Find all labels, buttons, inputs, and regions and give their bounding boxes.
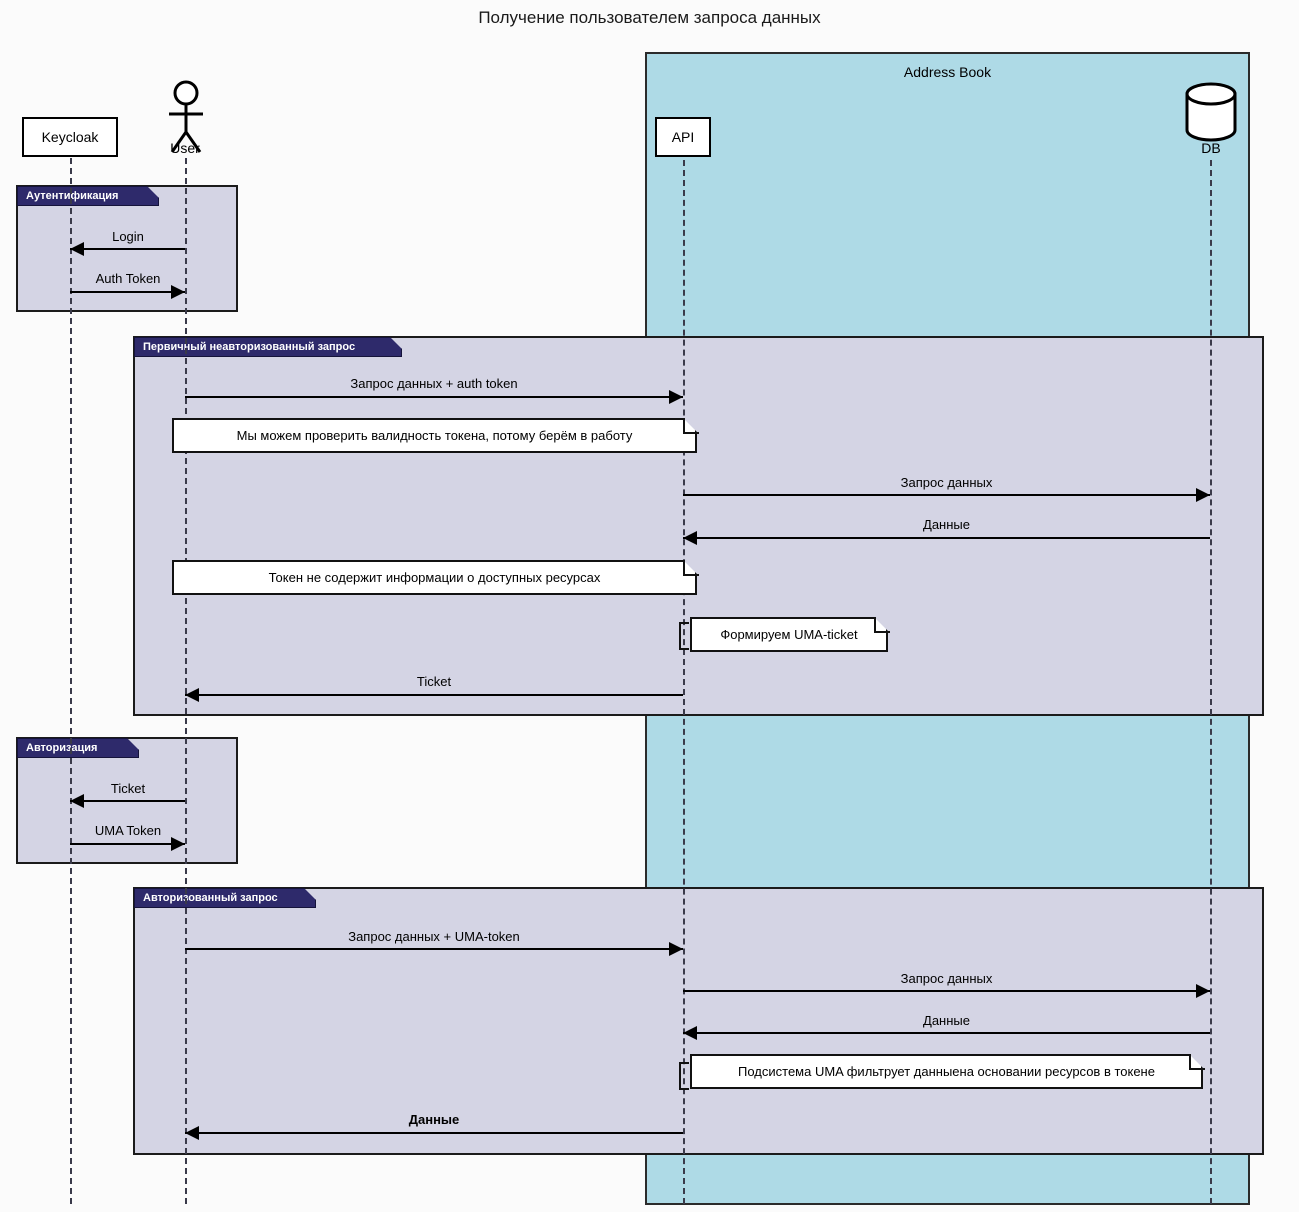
fragment-authorized-request: Авторизованный запрос xyxy=(133,887,1264,1155)
message-ticket-to-user-label: Ticket xyxy=(416,674,452,689)
message-db-data-1-label: Данные xyxy=(923,517,970,532)
lifeline-user xyxy=(185,158,187,1204)
note-uma-ticket-fold xyxy=(874,617,890,633)
message-ticket-to-keycloak-label: Ticket xyxy=(110,781,146,796)
fragment-initial-unauthorized-request-label: Первичный неавторизованный запрос xyxy=(134,337,402,357)
message-uma-token-arrowhead xyxy=(171,837,185,851)
message-db-request-2-label: Запрос данных xyxy=(900,971,993,986)
participant-db-label: DB xyxy=(1201,140,1221,156)
note-token-valid-fold xyxy=(683,418,699,434)
message-db-request-1-arrowhead xyxy=(1196,488,1210,502)
participant-user-label: User xyxy=(170,140,200,156)
participant-keycloak-label: Keycloak xyxy=(41,129,99,145)
message-db-request-1-label: Запрос данных xyxy=(900,475,993,490)
message-data-request-auth-token-arrowhead xyxy=(669,390,683,404)
message-db-data-1-arrowhead xyxy=(683,531,697,545)
participant-db[interactable] xyxy=(1183,82,1239,142)
participant-api[interactable]: API xyxy=(655,117,711,157)
participant-api-label: API xyxy=(671,129,695,145)
fragment-authentication-label: Аутентификация xyxy=(17,186,159,206)
lifeline-api xyxy=(683,160,685,1204)
message-db-request-1-line xyxy=(683,494,1210,496)
message-db-data-2-line xyxy=(683,1032,1210,1034)
message-ticket-to-user-line xyxy=(185,694,683,696)
note-uma-filter-text: Подсистема UMA фильтрует данныена основа… xyxy=(738,1064,1155,1079)
message-ticket-to-user-arrowhead xyxy=(185,688,199,702)
message-login-arrowhead xyxy=(70,242,84,256)
note-token-no-resources-text: Токен не содержит информации о доступных… xyxy=(268,570,601,585)
actor-icon xyxy=(169,80,203,153)
message-auth-token-line xyxy=(70,291,185,293)
note-uma-filter-fold xyxy=(1189,1054,1205,1070)
page-title: Получение пользователем запроса данных xyxy=(478,8,821,27)
note-uma-ticket: Формируем UMA-ticket xyxy=(690,617,888,652)
message-data-request-uma-token-label: Запрос данных + UMA-token xyxy=(348,929,520,944)
message-db-data-2-arrowhead xyxy=(683,1026,697,1040)
message-auth-token-arrowhead xyxy=(171,285,185,299)
database-icon xyxy=(1185,82,1237,142)
participant-keycloak[interactable]: Keycloak xyxy=(22,117,118,157)
note-token-no-resources-fold xyxy=(683,560,699,576)
message-auth-token-label: Auth Token xyxy=(95,271,161,286)
message-db-request-2-line xyxy=(683,990,1210,992)
message-data-request-uma-token-line xyxy=(185,948,683,950)
message-ticket-to-keycloak-arrowhead xyxy=(70,794,84,808)
fragment-authorized-request-label: Авторизованный запрос xyxy=(134,888,316,908)
note-token-no-resources: Токен не содержит информации о доступных… xyxy=(172,560,697,595)
message-data-request-uma-token-arrowhead xyxy=(669,942,683,956)
message-uma-token-label: UMA Token xyxy=(94,823,162,838)
message-final-data-label: Данные xyxy=(408,1112,460,1127)
fragment-authorization-label: Авторизация xyxy=(17,738,139,758)
message-final-data-arrowhead xyxy=(185,1126,199,1140)
lifeline-keycloak xyxy=(70,158,72,1204)
message-db-data-1-line xyxy=(683,537,1210,539)
message-login-line xyxy=(70,248,185,250)
note-token-valid-text: Мы можем проверить валидность токена, по… xyxy=(236,428,633,443)
message-ticket-to-keycloak-line xyxy=(70,800,185,802)
note-uma-filter: Подсистема UMA фильтрует данныена основа… xyxy=(690,1054,1203,1089)
message-data-request-auth-token-line xyxy=(185,396,683,398)
message-uma-token-line xyxy=(70,843,185,845)
message-data-request-auth-token-label: Запрос данных + auth token xyxy=(350,376,518,391)
fragment-initial-unauthorized-request: Первичный неавторизованный запрос xyxy=(133,336,1264,716)
container-title: Address Book xyxy=(903,64,992,80)
message-db-data-2-label: Данные xyxy=(923,1013,970,1028)
message-final-data-line xyxy=(185,1132,683,1134)
lifeline-db xyxy=(1210,160,1212,1204)
note-token-valid: Мы можем проверить валидность токена, по… xyxy=(172,418,697,453)
message-db-request-2-arrowhead xyxy=(1196,984,1210,998)
message-login-label: Login xyxy=(112,229,144,244)
note-uma-ticket-connector xyxy=(679,622,689,650)
participant-user[interactable] xyxy=(155,80,217,160)
note-uma-ticket-text: Формируем UMA-ticket xyxy=(720,627,858,642)
note-uma-filter-connector xyxy=(679,1062,689,1090)
